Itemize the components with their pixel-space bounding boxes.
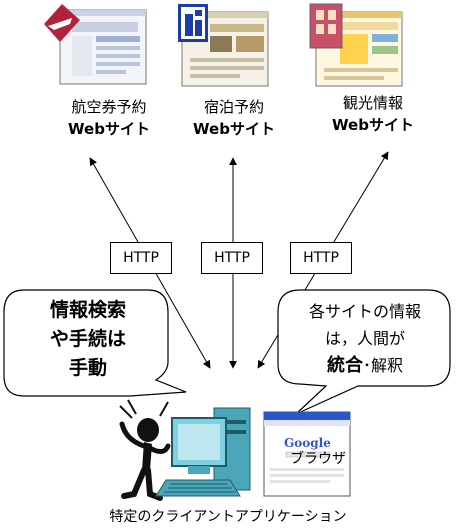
airline-logo-icon [44,4,80,42]
website-thumbnails [44,3,403,87]
google-logo: Google [284,436,331,450]
client-app-caption: 特定のクライアントアプリケーション [109,509,347,525]
tourism-site-label: 観光情報 Webサイト [332,94,414,134]
airline-site-thumbnail [59,9,147,85]
left-speech-bubble [3,289,187,397]
browser-window [263,411,351,497]
tourism-logo-icon [309,3,343,49]
right-bubble-text: 各サイトの情報 は，人間が 統合･解釈 [308,302,421,376]
computer-icon [155,407,251,497]
middle-dot-text: ･ [362,356,371,375]
http-box-airline: HTTP [110,242,172,274]
person-icon [119,399,171,501]
http-box-hotel: HTTP [201,242,263,274]
browser-label: ブラウザ [290,451,346,467]
http-box-tourism: HTTP [290,242,352,274]
left-bubble-text: 情報検索 や手続は 手動 [49,299,126,379]
hotel-icon [178,4,208,42]
hotel-site-label: 宿泊予約 Webサイト [193,98,275,138]
airline-site-label: 航空券予約 Webサイト [68,98,150,138]
interpret-text: 解釈 [371,356,404,375]
right-speech-bubble [277,289,451,415]
hotel-site-thumbnail [181,11,269,87]
bold-integrate-text: 統合 [326,355,363,376]
